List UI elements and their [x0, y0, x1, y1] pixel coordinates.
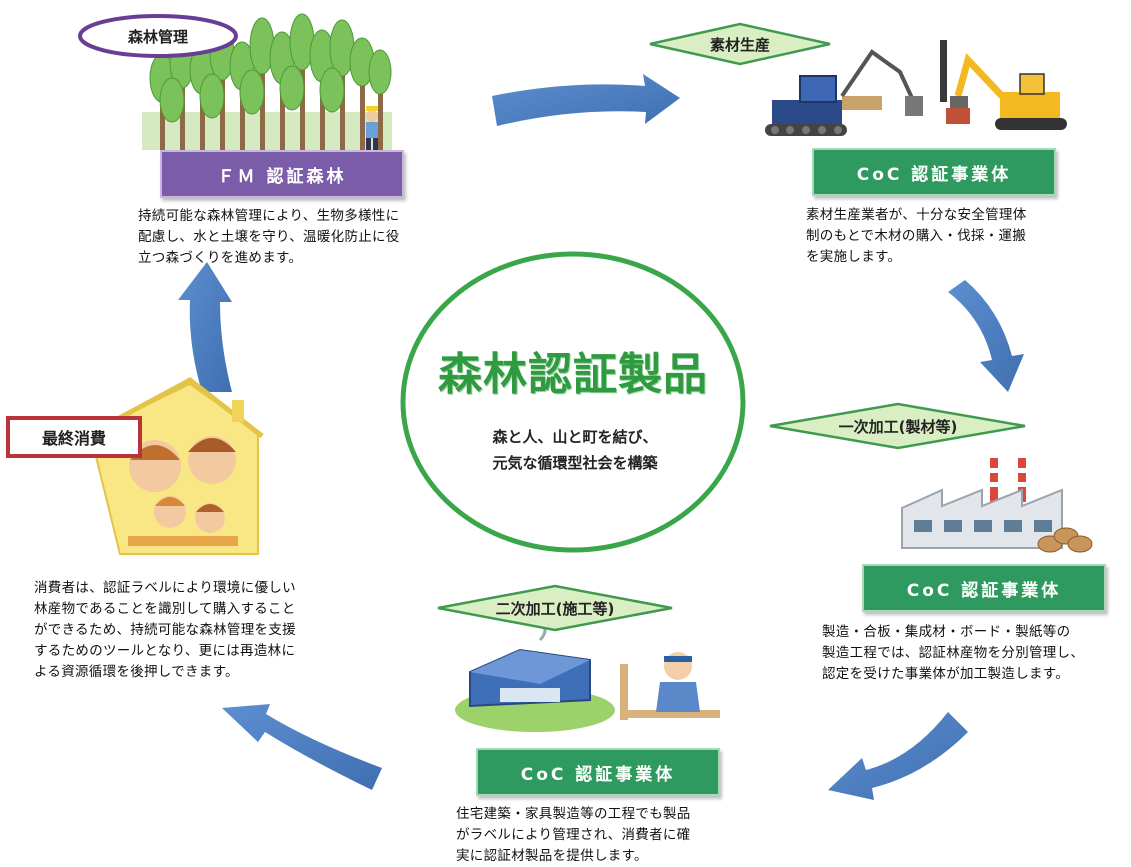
factory-illustration [901, 458, 1093, 553]
description-line: 林産物であることを識別して購入すること [34, 601, 296, 617]
family-house-illustration [84, 377, 264, 555]
center-subtitle-line: 元気な循環型社会を構築 [492, 454, 658, 472]
forestry-machinery-illustration [765, 40, 1067, 136]
cycle-arrow-right-lower [828, 712, 968, 800]
description-line: ができるため、持続可能な森林管理を支援 [34, 622, 296, 638]
material-production-tag: 素材生産 [709, 35, 770, 54]
final-consumption-tag: 最終消費 [41, 429, 106, 448]
description-line: 配慮し、水と土壌を守り、温暖化防止に役 [138, 229, 400, 245]
coc-box-secondary-processing: CoC 認証事業体 [476, 748, 720, 796]
description-line: 制のもとで木材の購入・伐採・運搬 [806, 228, 1027, 244]
coc-box-primary-processing: CoC 認証事業体 [862, 564, 1106, 612]
description-line: を実施します。 [806, 249, 902, 265]
cycle-arrow-top [492, 74, 680, 126]
fm-certified-forest-box: ＦＭ 認証森林 [160, 150, 404, 198]
primary-processing-tag: 一次加工(製材等) [838, 417, 958, 436]
description-line: 素材生産業者が、十分な安全管理体 [806, 207, 1027, 223]
description-line: 住宅建築・家具製造等の工程でも製品 [456, 806, 691, 822]
coc-box-material-production: CoC 認証事業体 [812, 148, 1056, 196]
description-line: よる資源循環を後押しできます。 [34, 664, 239, 680]
final-consumption-description: 消費者は、認証ラベルにより環境に優しい 林産物であることを識別して購入すること … [34, 578, 296, 683]
cycle-arrow-left [178, 262, 232, 392]
worker-figure [366, 106, 378, 150]
cycle-arrow-right-upper [948, 280, 1024, 392]
description-line: するためのツールとなり、更には再造林に [34, 643, 296, 659]
forest-management-description: 持続可能な森林管理により、生物多様性に 配慮し、水と土壌を守り、温暖化防止に役 … [138, 206, 400, 269]
secondary-processing-tag-shape [437, 584, 673, 632]
description-line: 立つ森づくりを進めます。 [138, 250, 303, 266]
secondary-processing-description: 住宅建築・家具製造等の工程でも製品 がラベルにより管理され、消費者に確 実に認証… [456, 804, 691, 867]
secondary-processing-tag: 二次加工(施工等) [495, 599, 615, 618]
description-line: 認定を受けた事業体が加工製造します。 [822, 666, 1070, 682]
primary-processing-description: 製造・合板・集成材・ボード・製紙等の 製造工程では、認証林産物を分別管理し、 認… [822, 622, 1084, 685]
center-subtitle-line: 森と人、山と町を結び、 [492, 428, 658, 446]
center-circle [400, 251, 746, 553]
description-line: がラベルにより管理され、消費者に確 [456, 827, 691, 843]
center-subtitle: 森と人、山と町を結び、 元気な循環型社会を構築 [430, 424, 720, 476]
cycle-arrow-bottom-left [222, 704, 382, 790]
primary-processing-tag-shape [769, 402, 1026, 450]
description-line: 持続可能な森林管理により、生物多様性に [138, 208, 400, 224]
final-consumption-tag-shape [6, 416, 142, 458]
center-title: 森林認証製品 [438, 349, 708, 400]
forest-management-tag-shape [78, 14, 238, 58]
material-production-description: 素材生産業者が、十分な安全管理体 制のもとで木材の購入・伐採・運搬 を実施します… [806, 205, 1027, 268]
description-line: 消費者は、認証ラベルにより環境に優しい [34, 580, 296, 596]
forest-management-tag: 森林管理 [127, 27, 188, 46]
description-line: 製造工程では、認証林産物を分別管理し、 [822, 645, 1085, 661]
material-production-tag-shape [649, 22, 831, 66]
description-line: 製造・合板・集成材・ボード・製紙等の [822, 624, 1071, 640]
construction-illustration [455, 598, 720, 732]
description-line: 実に認証材製品を提供します。 [456, 848, 648, 864]
